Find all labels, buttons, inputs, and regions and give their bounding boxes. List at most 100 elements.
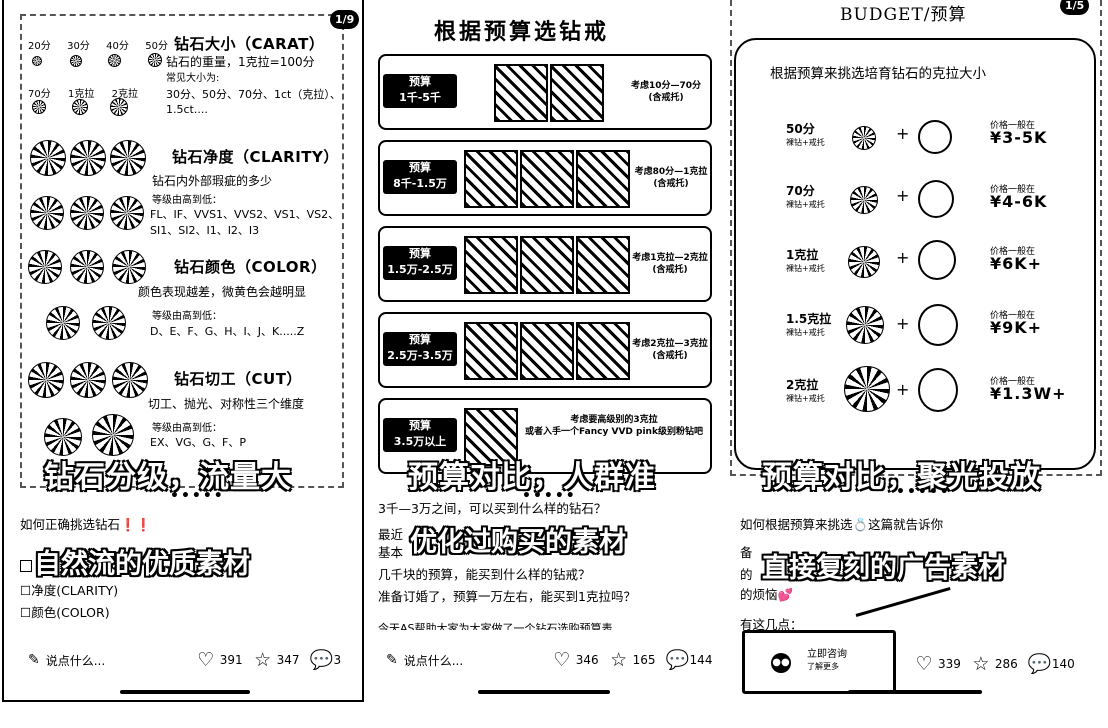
price-row: 70分裸钻+戒托 + 价格一般在¥4-6K xyxy=(736,166,1094,226)
carat-label: 1.5克拉裸钻+戒托 xyxy=(786,312,832,337)
diamond-icon xyxy=(92,414,134,456)
heart-icon[interactable]: ♡ xyxy=(553,649,571,671)
ring-photo xyxy=(520,322,574,380)
ring-photo xyxy=(520,150,574,208)
diamond-icon xyxy=(30,140,66,176)
carat-label: 50分裸钻+戒托 xyxy=(786,122,825,147)
diamond-icon xyxy=(148,53,162,67)
post-line: 的烦恼💕 xyxy=(740,587,794,602)
carat-label: 2克拉裸钻+戒托 xyxy=(786,378,825,403)
plus-icon: + xyxy=(896,124,910,143)
diamond-icon xyxy=(110,196,144,230)
post-title: 如何根据预算来挑选💍这篇就告诉你 xyxy=(740,517,944,532)
image-frame xyxy=(730,0,1102,476)
comment-icon[interactable]: 💬 xyxy=(309,649,334,671)
interaction-bar: ✎ 说点什么... ♡ 391 ☆ 347 💬 3 xyxy=(4,640,362,680)
plus-icon: + xyxy=(896,248,910,267)
color-desc: 颜色表现越差，微黄色会越明显 xyxy=(138,285,307,299)
post-line: 准备订婚了，预算一万左右，能买到1克拉吗？ xyxy=(378,589,636,604)
home-indicator xyxy=(848,690,982,694)
ring-icon xyxy=(918,240,956,280)
carat-size-label: 50分 xyxy=(145,41,168,52)
diamond-icon xyxy=(846,306,884,344)
star-count: 165 xyxy=(632,653,656,667)
ring-photo xyxy=(464,408,518,466)
post-panel-price: BUDGET/预算 1/5 根据预算来挑选培育钻石的克拉大小 50分裸钻+戒托 … xyxy=(728,0,1104,700)
star-icon[interactable]: ☆ xyxy=(972,653,990,675)
post-line: 今天AS帮助大家为大家做了一个钻石选购预算表 xyxy=(378,622,613,630)
card-title: 根据预算来挑选培育钻石的克拉大小 xyxy=(770,66,986,82)
color-grades: D、E、F、G、H、I、J、K.....Z xyxy=(150,325,305,338)
checkbox-icon xyxy=(20,560,32,572)
price-row: 1克拉裸钻+戒托 + 价格一般在¥6K+ xyxy=(736,230,1094,290)
heart-icon[interactable]: ♡ xyxy=(915,653,933,675)
consult-button[interactable]: ●● 立即咨询 了解更多 xyxy=(742,630,896,694)
ring-photo xyxy=(576,322,630,380)
interaction-bar: ✎ 说点什么... ♡ 346 ☆ 165 💬 144 xyxy=(372,640,716,680)
heart-icon[interactable]: ♡ xyxy=(197,649,215,671)
carat-desc: 钻石的重量，1克拉=100分 xyxy=(166,55,315,69)
cut-grade-title: 等级由高到低： xyxy=(152,423,222,434)
overlay-caption-bottom: 自然流的优质素材 xyxy=(34,549,250,580)
diamond-icon xyxy=(32,56,42,66)
chat-avatar-icon: ●● xyxy=(771,653,791,673)
clarity-desc: 钻石内外部瑕疵的多少 xyxy=(152,174,273,188)
clarity-grades: SI1、SI2、I1、I2、I3 xyxy=(150,224,260,237)
price-label: 价格一般在¥3-5K xyxy=(990,121,1048,147)
budget-note: 考虑80分—1克拉(含戒托) xyxy=(634,167,708,189)
carousel-dots: ••••• xyxy=(522,488,577,504)
image-title: 根据预算选钻戒 xyxy=(434,20,610,45)
comment-icon[interactable]: 💬 xyxy=(1027,653,1052,675)
diamond-icon xyxy=(46,306,80,340)
budget-note: 考虑2克拉—3克拉(含戒托) xyxy=(632,339,708,361)
post-title: 如何正确挑选钻石❗❗ xyxy=(20,517,152,532)
ring-icon xyxy=(918,304,958,346)
ring-photo xyxy=(576,236,630,294)
post-line: 几千块的预算，能买到什么样的钻戒？ xyxy=(378,567,591,582)
post-line: 的 xyxy=(740,567,753,582)
like-count: 339 xyxy=(938,657,961,671)
plus-icon: + xyxy=(896,314,910,333)
carat-size-label: 40分 xyxy=(106,41,129,52)
carat-size-label: 2克拉 xyxy=(111,89,138,100)
comment-icon[interactable]: 💬 xyxy=(665,649,690,671)
price-label: 价格一般在¥9K+ xyxy=(990,311,1043,337)
star-icon[interactable]: ☆ xyxy=(254,649,272,671)
comment-input[interactable]: 说点什么... xyxy=(45,653,106,668)
overlay-caption-bottom: 优化过购买的素材 xyxy=(410,527,626,558)
diamond-icon xyxy=(844,366,890,412)
image-pager: 1/5 xyxy=(1060,0,1090,15)
carat-size-label: 70分 xyxy=(28,89,51,100)
post-line: 基本 xyxy=(378,545,404,560)
diamond-icon xyxy=(848,246,880,278)
image-pager: 1/9 xyxy=(330,10,360,29)
carat-size-label: 1克拉 xyxy=(67,89,95,100)
comment-input[interactable]: 说点什么... xyxy=(403,653,464,668)
ring-icon xyxy=(918,180,954,218)
overlay-caption-top: 预算对比，人群准 xyxy=(407,459,656,496)
price-row: 1.5克拉裸钻+戒托 + 价格一般在¥9K+ xyxy=(736,294,1094,354)
price-row: 50分裸钻+戒托 + 价格一般在¥3-5K xyxy=(736,102,1094,162)
post-image[interactable]: BUDGET/预算 1/5 根据预算来挑选培育钻石的克拉大小 50分裸钻+戒托 … xyxy=(728,0,1104,490)
overlay-caption-top: 钻石分级，流量大 xyxy=(43,459,292,496)
comment-count: 144 xyxy=(689,653,713,667)
diamond-icon xyxy=(28,362,64,398)
post-line: 备 xyxy=(740,545,753,560)
ring-icon xyxy=(918,368,958,412)
cut-grades: EX、VG、G、F、P xyxy=(150,436,247,449)
price-label: 价格一般在¥6K+ xyxy=(990,247,1043,273)
diamond-icon xyxy=(850,186,878,214)
consult-label: 立即咨询 了解更多 xyxy=(807,649,847,671)
plus-icon: + xyxy=(896,186,910,205)
ring-icon xyxy=(918,120,952,154)
post-image[interactable]: 1/9 20分 30分 40分 50分 70分 1克拉 2克拉 钻石大小（CAR… xyxy=(4,0,362,490)
star-icon[interactable]: ☆ xyxy=(610,649,628,671)
diamond-icon xyxy=(70,196,104,230)
carousel-dots: ••••• xyxy=(170,488,225,504)
interaction-bar: ♡ 339 ☆ 286 💬 140 xyxy=(914,644,1104,684)
